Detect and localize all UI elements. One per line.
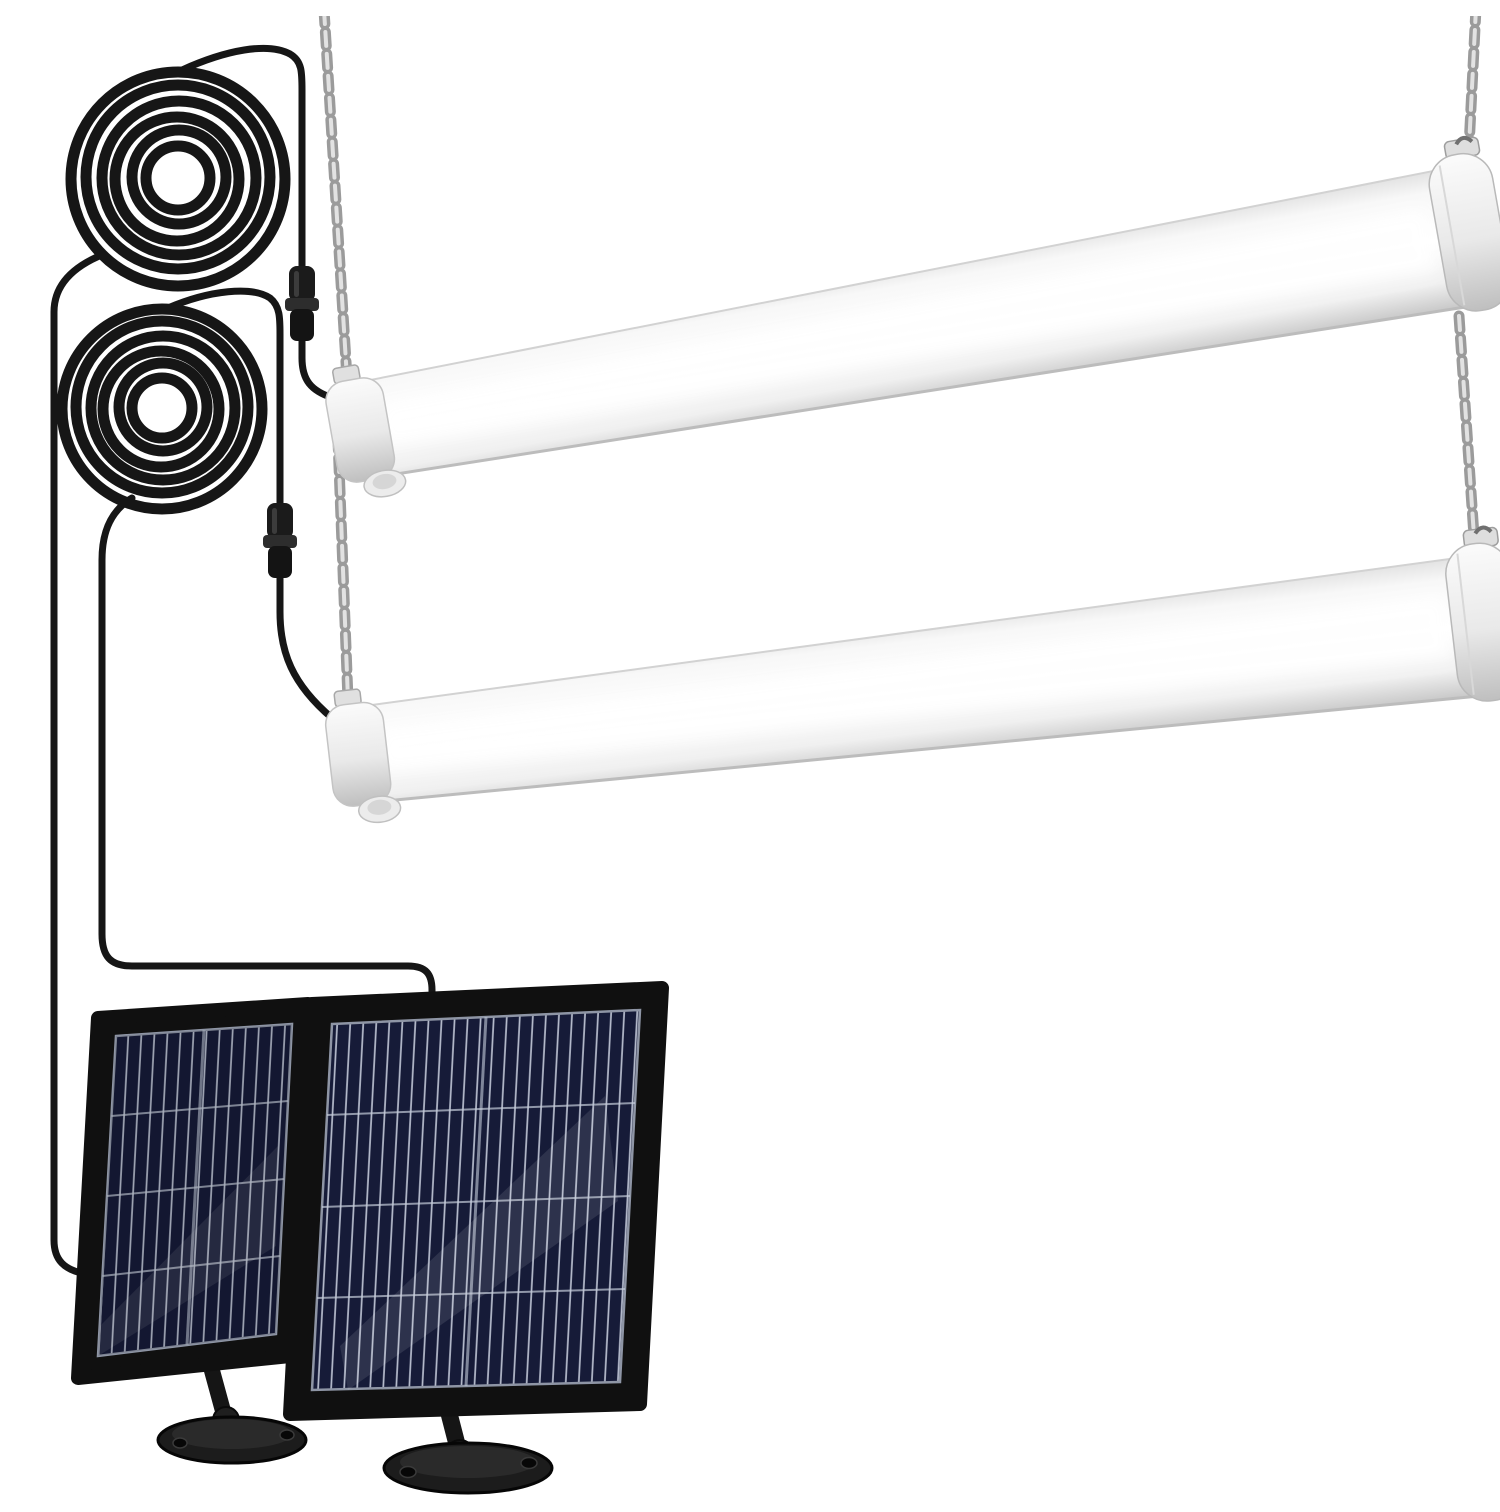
cable-coil-lower [56,303,268,515]
light-top-edge [348,167,1449,386]
light-bottom-edge [365,304,1473,481]
led-shop-light-bottom [324,525,1500,824]
light-end-cap-left [324,701,392,807]
power-wire-lower-light [164,287,336,722]
glass-reflection [98,1146,278,1356]
screw-hole [279,1429,295,1441]
bus-bar [321,1195,631,1208]
end-cap-seam [1438,165,1466,306]
cable-connector-upper [285,266,319,341]
end-cap-seam [1456,553,1475,695]
cable-coil-upper [65,66,291,292]
panel-mount-left [156,1348,308,1465]
screw-hole [520,1456,538,1470]
light-end-cap-right [1445,542,1500,702]
light-top-edge [349,555,1470,709]
screw-hole [172,1437,188,1449]
solar-panel-right [283,981,669,1421]
bus-bar [106,1178,285,1197]
product-photo: Product photo: two white hanging LED bat… [40,16,1500,1496]
glass-reflection [340,1096,618,1390]
power-wire-right-panel [98,494,436,1020]
hanging-chain-mid-right [1453,310,1480,542]
panel-shade [98,1024,292,1356]
bus-bar [102,1255,281,1277]
solar-panel-left [71,997,315,1385]
power-wire-left-panel [50,250,114,1282]
bus-bar [316,1288,626,1299]
hanging-chain-top-right [1463,16,1482,153]
screw-hole [399,1465,417,1479]
hook-loop-icon [1454,135,1474,146]
bus-bar [111,1100,289,1117]
sensor-dome [367,799,392,815]
light-glow [377,595,1452,771]
power-wire-upper-light [178,44,337,402]
hook-loop-icon [1473,525,1493,535]
led-shop-light-top [325,135,1500,498]
light-end-cap-right [1428,152,1500,312]
bus-bar [326,1102,636,1116]
light-glow [378,208,1436,445]
hanging-chain-top-left [318,16,353,384]
cable-connector-lower [263,503,297,578]
light-bottom-edge [360,693,1487,805]
sensor-dome [372,473,397,490]
